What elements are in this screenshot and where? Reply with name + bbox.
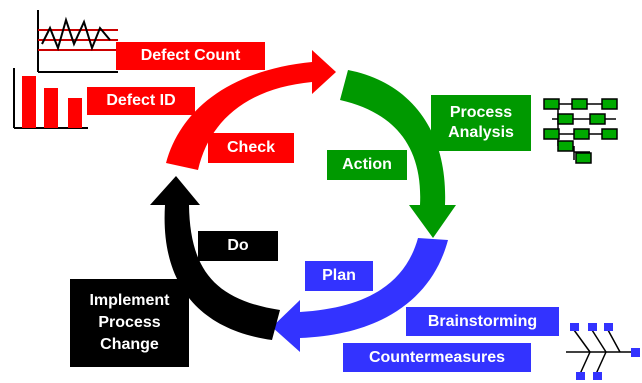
implement-process-change-label: Implement Process Change <box>70 279 189 367</box>
flowchart-icon <box>543 98 618 164</box>
implement-line2: Process <box>98 314 161 331</box>
plan-arc-arrow <box>272 238 448 352</box>
implement-line1: Implement <box>89 292 170 309</box>
implement-line3: Change <box>100 336 159 353</box>
process-analysis-line1: Process <box>449 104 513 121</box>
countermeasures-label: Countermeasures <box>343 343 531 372</box>
plan-label: Plan <box>305 261 373 291</box>
defect-count-label: Defect Count <box>116 42 265 70</box>
do-arc-arrow <box>150 176 280 340</box>
process-analysis-line2: Analysis <box>448 124 514 141</box>
action-label: Action <box>327 150 407 180</box>
pareto-chart-icon <box>13 68 88 129</box>
do-label: Do <box>198 231 278 261</box>
defect-id-label: Defect ID <box>87 87 195 115</box>
action-arc-arrow <box>340 70 456 238</box>
process-analysis-label: Process Analysis <box>431 95 531 151</box>
control-chart-icon <box>37 10 118 73</box>
brainstorming-label: Brainstorming <box>406 307 559 336</box>
check-label: Check <box>208 133 294 163</box>
fishbone-diagram-icon <box>566 323 640 380</box>
